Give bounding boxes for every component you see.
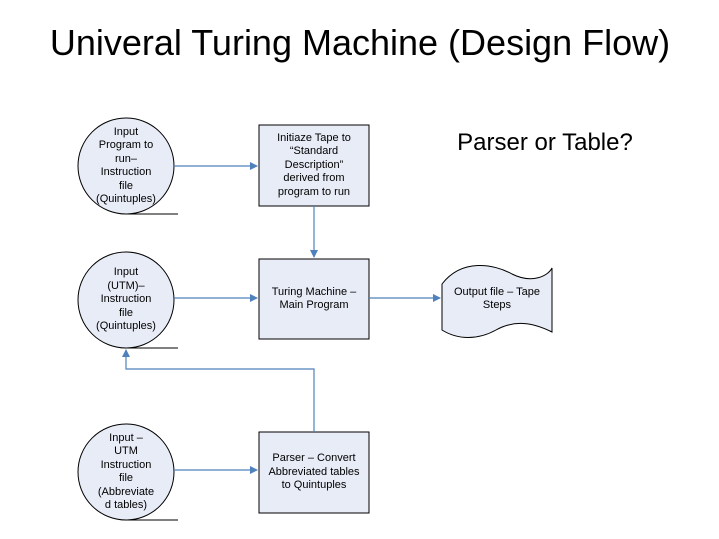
- init-tape-box: [258, 124, 370, 207]
- parser-label: Parser – Convert Abbreviated tables to Q…: [268, 452, 360, 492]
- input-abbrev-label: Input – UTM Instruction file (Abbreviate…: [97, 431, 155, 512]
- turing-machine-label: Turing Machine – Main Program: [271, 285, 357, 312]
- input-abbrev-node: [77, 423, 178, 521]
- arrow-parser-to-utm: [122, 349, 315, 432]
- turing-machine-box: [258, 258, 370, 340]
- subtitle: Parser or Table?: [457, 129, 633, 156]
- input-program-node: [77, 117, 178, 215]
- page-title: Univeral Turing Machine (Design Flow): [49, 22, 671, 63]
- output-file-shape: [441, 265, 553, 338]
- output-file-label: Output file – Tape Steps: [453, 285, 541, 312]
- input-utm-node: [77, 251, 178, 349]
- input-utm-label: Input (UTM)– Instruction file (Quintuple…: [96, 266, 156, 333]
- input-program-label: Input Program to run– Instruction file (…: [96, 125, 156, 206]
- init-tape-label: Initiaze Tape to “Standard Description” …: [277, 131, 351, 198]
